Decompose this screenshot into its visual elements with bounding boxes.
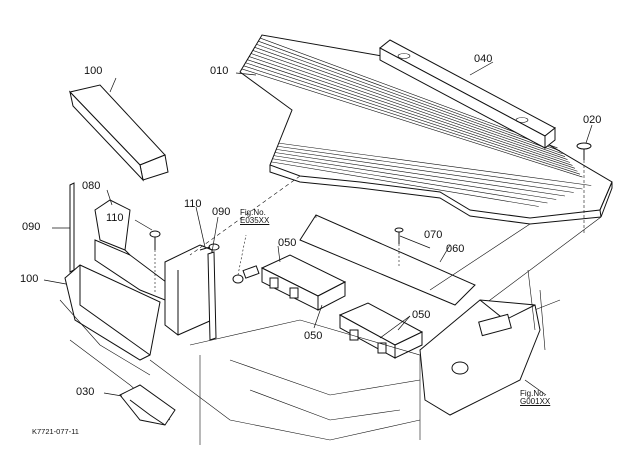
label-020: 020 (583, 114, 602, 126)
label-060: 060 (446, 243, 465, 255)
mat-rib-line (243, 65, 581, 175)
mat-rib-line (256, 43, 563, 155)
mat-rib-line (274, 152, 566, 197)
panel-part-100-lower (64, 264, 161, 361)
label-110-right: 110 (184, 198, 202, 210)
mat-rib-line (277, 145, 583, 190)
bolt-e035 (232, 234, 260, 284)
label-090-left: 090 (22, 221, 41, 233)
mat-rib-line (250, 53, 571, 163)
cushion-block-part-050-upper (260, 254, 347, 311)
mat-rib-line (241, 68, 583, 178)
mat-rib-line (271, 161, 539, 207)
side-plate-assembly (164, 243, 220, 341)
leader-lines (43, 61, 547, 397)
label-070: 070 (424, 229, 443, 241)
fig-ref-e035: Fig.No. E035XX (240, 208, 270, 226)
screw-part-070 (394, 227, 404, 268)
fig-ref-g001-number: G001XX (520, 397, 551, 407)
floor-mat-part-010 (239, 34, 613, 225)
support-bar-part-040 (379, 39, 556, 150)
fig-ref-e035-number: E035XX (240, 216, 270, 226)
cushion-pad-part-100-top (69, 84, 169, 182)
label-090-right: 090 (212, 206, 231, 218)
bracket-part-030 (119, 384, 176, 426)
drawing-number: K7721-077-11 (32, 427, 79, 436)
label-080: 080 (82, 180, 101, 192)
bracket-part-080 (94, 199, 171, 301)
mat-rib-line (252, 50, 568, 160)
mat-rib-line (260, 37, 558, 149)
clip-part-020 (576, 124, 593, 235)
label-100-lower: 100 (20, 273, 39, 285)
cushion-block-part-050-lower (338, 302, 424, 359)
label-110-left: 110 (106, 212, 124, 224)
bolt-part-110-left (149, 230, 161, 292)
label-040: 040 (474, 53, 493, 65)
label-030: 030 (76, 386, 95, 398)
label-050-upper: 050 (278, 237, 297, 249)
fig-ref-g001-caption: Fig.No. (520, 389, 546, 398)
mat-rib-line (273, 155, 557, 200)
label-100-top: 100 (84, 65, 103, 77)
strip-part-090-left (69, 182, 75, 273)
fig-ref-g001: Fig.No. G001XX (520, 389, 551, 407)
mat-rib-line (249, 56, 573, 166)
mat-part-060 (299, 214, 476, 306)
mat-rib-line (258, 40, 561, 152)
label-050-middle: 050 (304, 330, 323, 342)
mat-rib-line (254, 47, 566, 157)
mat-rib-line (247, 59, 576, 169)
mat-rib-line (276, 149, 574, 193)
right-fender-panel (419, 269, 546, 416)
mat-rib-line (278, 142, 592, 186)
mat-rib-line (245, 62, 578, 172)
label-010: 010 (210, 65, 229, 77)
fig-ref-e035-caption: Fig.No. (240, 208, 266, 217)
mat-rib-line (272, 158, 548, 204)
label-050-right: 050 (412, 309, 431, 321)
